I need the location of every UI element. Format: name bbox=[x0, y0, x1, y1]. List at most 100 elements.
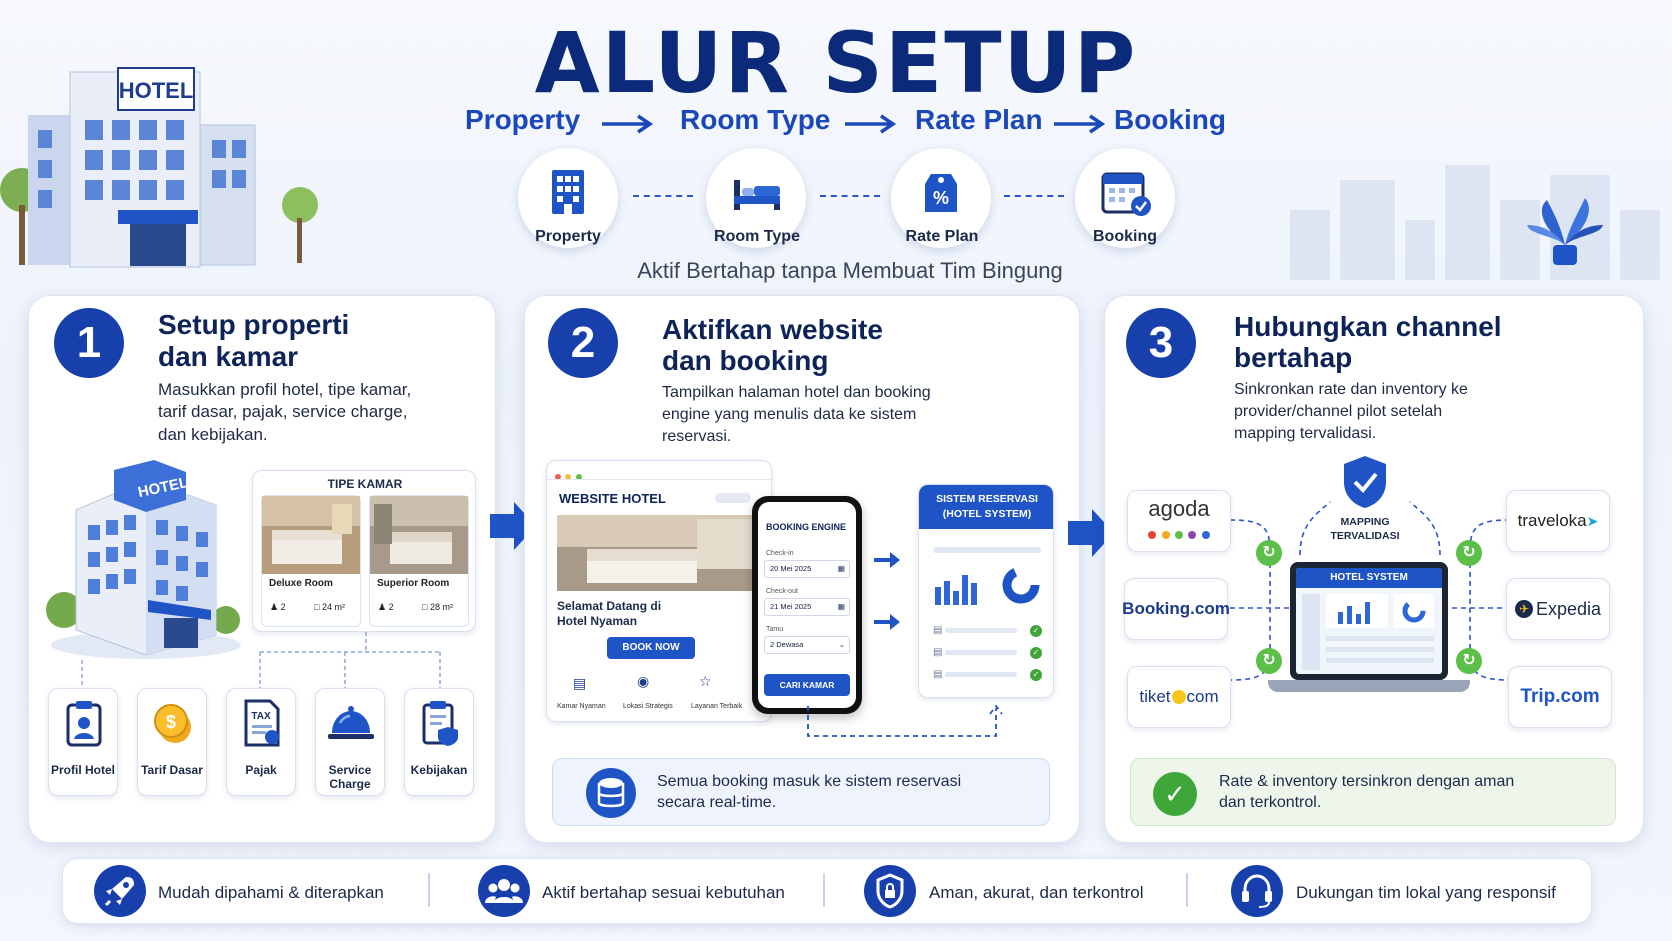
arrow-right-icon bbox=[845, 114, 897, 134]
check-icon: ✓ bbox=[1030, 669, 1042, 681]
laptop-base bbox=[1268, 680, 1470, 692]
step-number-1: 1 bbox=[54, 308, 124, 378]
calendar-icon: ▦ bbox=[837, 564, 845, 573]
profile-clipboard-icon bbox=[66, 701, 102, 747]
rocket-icon bbox=[94, 865, 146, 917]
channel-connector-lines bbox=[1229, 501, 1511, 681]
booking-engine-screen: BOOKING ENGINE Check-in 20 Mei 2025▦ Che… bbox=[758, 502, 856, 708]
channel-trip-com: Trip.com bbox=[1508, 666, 1612, 728]
realtime-note-line1: Semua booking masuk ke sistem reservasi bbox=[657, 773, 962, 790]
laptop-title: HOTEL SYSTEM bbox=[1296, 568, 1442, 588]
arrow-right-icon bbox=[874, 614, 900, 630]
plant-illustration bbox=[1527, 198, 1603, 265]
tax-document-icon: TAX bbox=[244, 699, 280, 747]
benefit-secure: Aman, akurat, dan terkontrol bbox=[929, 883, 1144, 902]
step-number-2: 2 bbox=[548, 308, 618, 378]
welcome-line1: Selamat Datang di bbox=[557, 599, 662, 613]
item-label: Tarif Dasar bbox=[141, 763, 203, 777]
step-label-rate-plan: Rate Plan bbox=[905, 228, 979, 245]
coin-icon: $ bbox=[154, 704, 191, 743]
channel-expedia: ✈Expedia bbox=[1506, 578, 1610, 640]
panel2-desc-line2: engine yang menulis data ke sistem bbox=[662, 406, 917, 423]
step-number-3: 3 bbox=[1126, 308, 1196, 378]
flow-booking: Booking bbox=[1114, 104, 1226, 135]
calendar-icon: ▦ bbox=[837, 602, 845, 611]
checkout-field[interactable]: 21 Mei 2025▦ bbox=[764, 598, 850, 616]
dash-connector bbox=[1004, 195, 1064, 197]
item-label: Profil Hotel bbox=[50, 763, 115, 777]
check-icon: ✓ bbox=[1030, 647, 1042, 659]
panel1-desc-line1: Masukkan profil hotel, tipe kamar, bbox=[158, 380, 412, 399]
book-now-button[interactable]: BOOK NOW bbox=[607, 637, 695, 659]
policy-shield-icon bbox=[422, 701, 458, 746]
divider bbox=[1186, 873, 1188, 907]
dash-connector bbox=[633, 195, 693, 197]
panel3-desc-line3: mapping tervalidasi. bbox=[1234, 425, 1377, 442]
list-row: ▤ bbox=[933, 625, 1018, 636]
panel2-title-line2: dan booking bbox=[662, 345, 829, 376]
panel2-desc-line3: reservasi. bbox=[662, 428, 732, 445]
checkin-label: Check-in bbox=[766, 550, 794, 557]
checkin-field[interactable]: 20 Mei 2025▦ bbox=[764, 560, 850, 578]
dashboard-chart-graphic bbox=[935, 566, 1040, 605]
list-row: ▤ bbox=[933, 669, 1018, 680]
item-label-line1: Service bbox=[328, 763, 372, 777]
tiket-dot bbox=[1171, 690, 1186, 704]
welcome-line2: Hotel Nyaman bbox=[557, 614, 638, 628]
agoda-logo-text: agoda bbox=[1148, 495, 1210, 521]
room-photo bbox=[262, 496, 360, 574]
hotel-system-screen: HOTEL SYSTEM bbox=[1296, 568, 1442, 674]
sync-icon: ↻ bbox=[1256, 540, 1282, 566]
room-size: □ 28 m² bbox=[422, 602, 453, 612]
page-title: ALUR SETUP bbox=[534, 14, 1138, 112]
arrow-right-icon bbox=[874, 552, 900, 568]
arrow-right-icon bbox=[1054, 114, 1106, 134]
item-tarif-dasar: $ Tarif Dasar bbox=[137, 688, 207, 796]
arrow-right-icon bbox=[602, 114, 654, 134]
room-name: Deluxe Room bbox=[269, 578, 333, 589]
sync-note: ✓ Rate & inventory tersinkron dengan ama… bbox=[1130, 758, 1616, 826]
realtime-note: Semua booking masuk ke sistem reservasi … bbox=[552, 758, 1050, 826]
list-row: ▤ bbox=[933, 647, 1018, 658]
step-booking bbox=[1075, 148, 1175, 248]
bed-icon: ▤ bbox=[573, 675, 587, 691]
dashed-return-connector bbox=[807, 704, 1003, 737]
check-icon: ✓ bbox=[1030, 625, 1042, 637]
database-icon bbox=[586, 768, 636, 818]
website-title: WEBSITE HOTEL bbox=[559, 491, 666, 506]
subtitle: Aktif Bertahap tanpa Membuat Tim Bingung bbox=[637, 258, 1063, 283]
sync-icon: ↻ bbox=[1256, 648, 1282, 674]
divider bbox=[428, 873, 430, 907]
panel1-title-line1: Setup properti bbox=[158, 309, 350, 340]
sync-icon: ↻ bbox=[1456, 648, 1482, 674]
plane-icon: ✈ bbox=[1514, 600, 1533, 618]
website-mockup: WEBSITE HOTEL Selamat Datang di Hotel Ny… bbox=[546, 460, 773, 722]
item-pajak: TAX Pajak bbox=[226, 688, 296, 796]
item-label: Pajak bbox=[245, 763, 277, 777]
shield-check-icon bbox=[1344, 456, 1386, 508]
sync-note-line1: Rate & inventory tersinkron dengan aman bbox=[1219, 773, 1515, 790]
channel-booking-com: Booking.com bbox=[1122, 578, 1230, 640]
chevron-down-icon: ⌄ bbox=[838, 640, 845, 649]
dash-connector bbox=[820, 195, 880, 197]
search-room-button[interactable]: CARI KAMAR bbox=[764, 674, 850, 696]
location-pin-icon: ◉ bbox=[637, 673, 650, 689]
reservation-system-card: SISTEM RESERVASI (HOTEL SYSTEM) ▤ ▤ ▤ ✓ … bbox=[918, 484, 1054, 698]
panel2-desc-line1: Tampilkan halaman hotel dan booking bbox=[662, 384, 931, 401]
panel3-title-line1: Hubungkan channel bbox=[1234, 311, 1502, 342]
guests-select[interactable]: 2 Dewasa⌄ bbox=[764, 636, 850, 654]
room-photo bbox=[370, 496, 468, 574]
checkout-label: Check-out bbox=[766, 588, 798, 595]
room-types-card: TIPE KAMAR Deluxe Room ♟ 2 □ 24 m² Super… bbox=[252, 470, 476, 632]
arrow-right-icon bbox=[1068, 509, 1114, 557]
panel1-title-line2: dan kamar bbox=[158, 341, 299, 372]
flow-property: Property bbox=[465, 104, 581, 135]
svg-text:%: % bbox=[933, 188, 949, 208]
panel3-title-line2: bertahap bbox=[1234, 342, 1353, 373]
sync-icon: ↻ bbox=[1456, 540, 1482, 566]
item-label: Kebijakan bbox=[410, 763, 468, 777]
realtime-note-line2: secara real-time. bbox=[657, 794, 777, 811]
price-tag-icon: % bbox=[925, 174, 957, 212]
engine-title: BOOKING ENGINE bbox=[766, 522, 847, 532]
panel3-desc-line2: provider/channel pilot setelah bbox=[1234, 403, 1443, 420]
